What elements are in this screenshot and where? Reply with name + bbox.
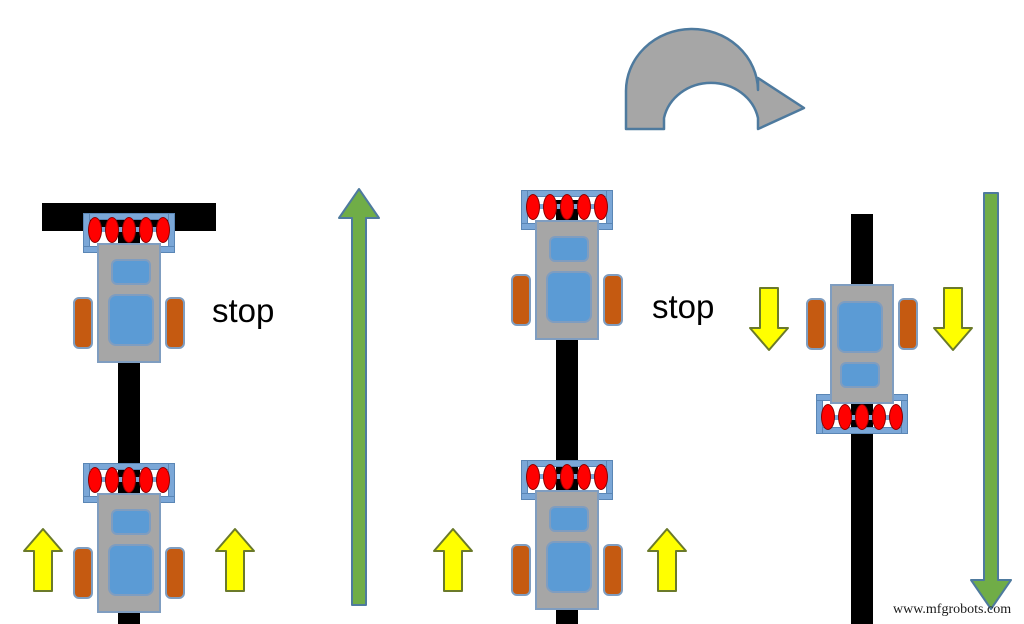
control-module-large	[546, 271, 592, 323]
sensor-dot	[560, 194, 574, 220]
motion-arrow-right-robot-right	[933, 287, 973, 351]
sensor-array-left-upper	[83, 213, 175, 253]
chassis	[535, 220, 599, 340]
control-module-large	[108, 544, 154, 596]
control-module-large	[837, 301, 883, 353]
wheel-left	[73, 547, 93, 599]
reverse-direction-arrow	[970, 192, 1012, 610]
watermark: www.mfgrobots.com	[893, 602, 1012, 617]
motion-arrow-right-robot-left	[749, 287, 789, 351]
wheel-right	[603, 544, 623, 596]
control-module-small	[549, 236, 589, 262]
robot-middle-upper	[507, 182, 627, 352]
sensor-dot	[821, 404, 835, 430]
sensor-dot	[577, 464, 591, 490]
sensor-dot	[889, 404, 903, 430]
wheel-left	[898, 298, 918, 350]
sensor-dot	[105, 467, 119, 493]
sensor-dot	[88, 217, 102, 243]
wheel-right	[806, 298, 826, 350]
sensor-dot	[139, 467, 153, 493]
sensor-dot	[855, 404, 869, 430]
sensor-dot	[105, 217, 119, 243]
sensor-array-left-lower	[83, 463, 175, 503]
motion-arrow-mid-left-lower	[433, 528, 473, 592]
sensor-dot	[88, 467, 102, 493]
sensor-dot	[139, 217, 153, 243]
motion-arrow-left-lower	[23, 528, 63, 592]
wheel-left	[511, 274, 531, 326]
sensor-dot	[543, 194, 557, 220]
robot-middle-lower	[507, 452, 627, 622]
sensor-dot	[526, 194, 540, 220]
chassis	[97, 243, 161, 363]
sensor-dot	[543, 464, 557, 490]
sensor-dot	[156, 467, 170, 493]
wheel-right	[165, 547, 185, 599]
motion-arrow-right-lower	[215, 528, 255, 592]
sensor-dot	[560, 464, 574, 490]
sensor-dot	[122, 467, 136, 493]
robot-right-turned	[802, 272, 922, 442]
sensor-dot	[122, 217, 136, 243]
control-module-small	[549, 506, 589, 532]
stop-label-middle: stop	[652, 288, 715, 325]
control-module-large	[108, 294, 154, 346]
robot-left-upper	[69, 205, 189, 375]
robot-left-lower	[69, 455, 189, 624]
sensor-dot	[594, 194, 608, 220]
chassis	[830, 284, 894, 404]
wheel-right	[165, 297, 185, 349]
sensor-array-middle-lower	[521, 460, 613, 500]
sensor-dot	[526, 464, 540, 490]
sensor-dot	[156, 217, 170, 243]
wheel-left	[511, 544, 531, 596]
sensor-dot	[577, 194, 591, 220]
sensor-dot	[872, 404, 886, 430]
stop-label-left: stop	[212, 292, 275, 329]
control-module-small	[840, 362, 880, 388]
wheel-left	[73, 297, 93, 349]
motion-arrow-mid-right-lower	[647, 528, 687, 592]
control-module-small	[111, 509, 151, 535]
control-module-small	[111, 259, 151, 285]
sensor-dot	[594, 464, 608, 490]
wheel-right	[603, 274, 623, 326]
u-turn-rotation-arrow	[624, 27, 806, 131]
forward-direction-arrow	[338, 188, 380, 606]
chassis	[97, 493, 161, 613]
sensor-array-middle-upper	[521, 190, 613, 230]
control-module-large	[546, 541, 592, 593]
sensor-dot	[838, 404, 852, 430]
chassis	[535, 490, 599, 610]
